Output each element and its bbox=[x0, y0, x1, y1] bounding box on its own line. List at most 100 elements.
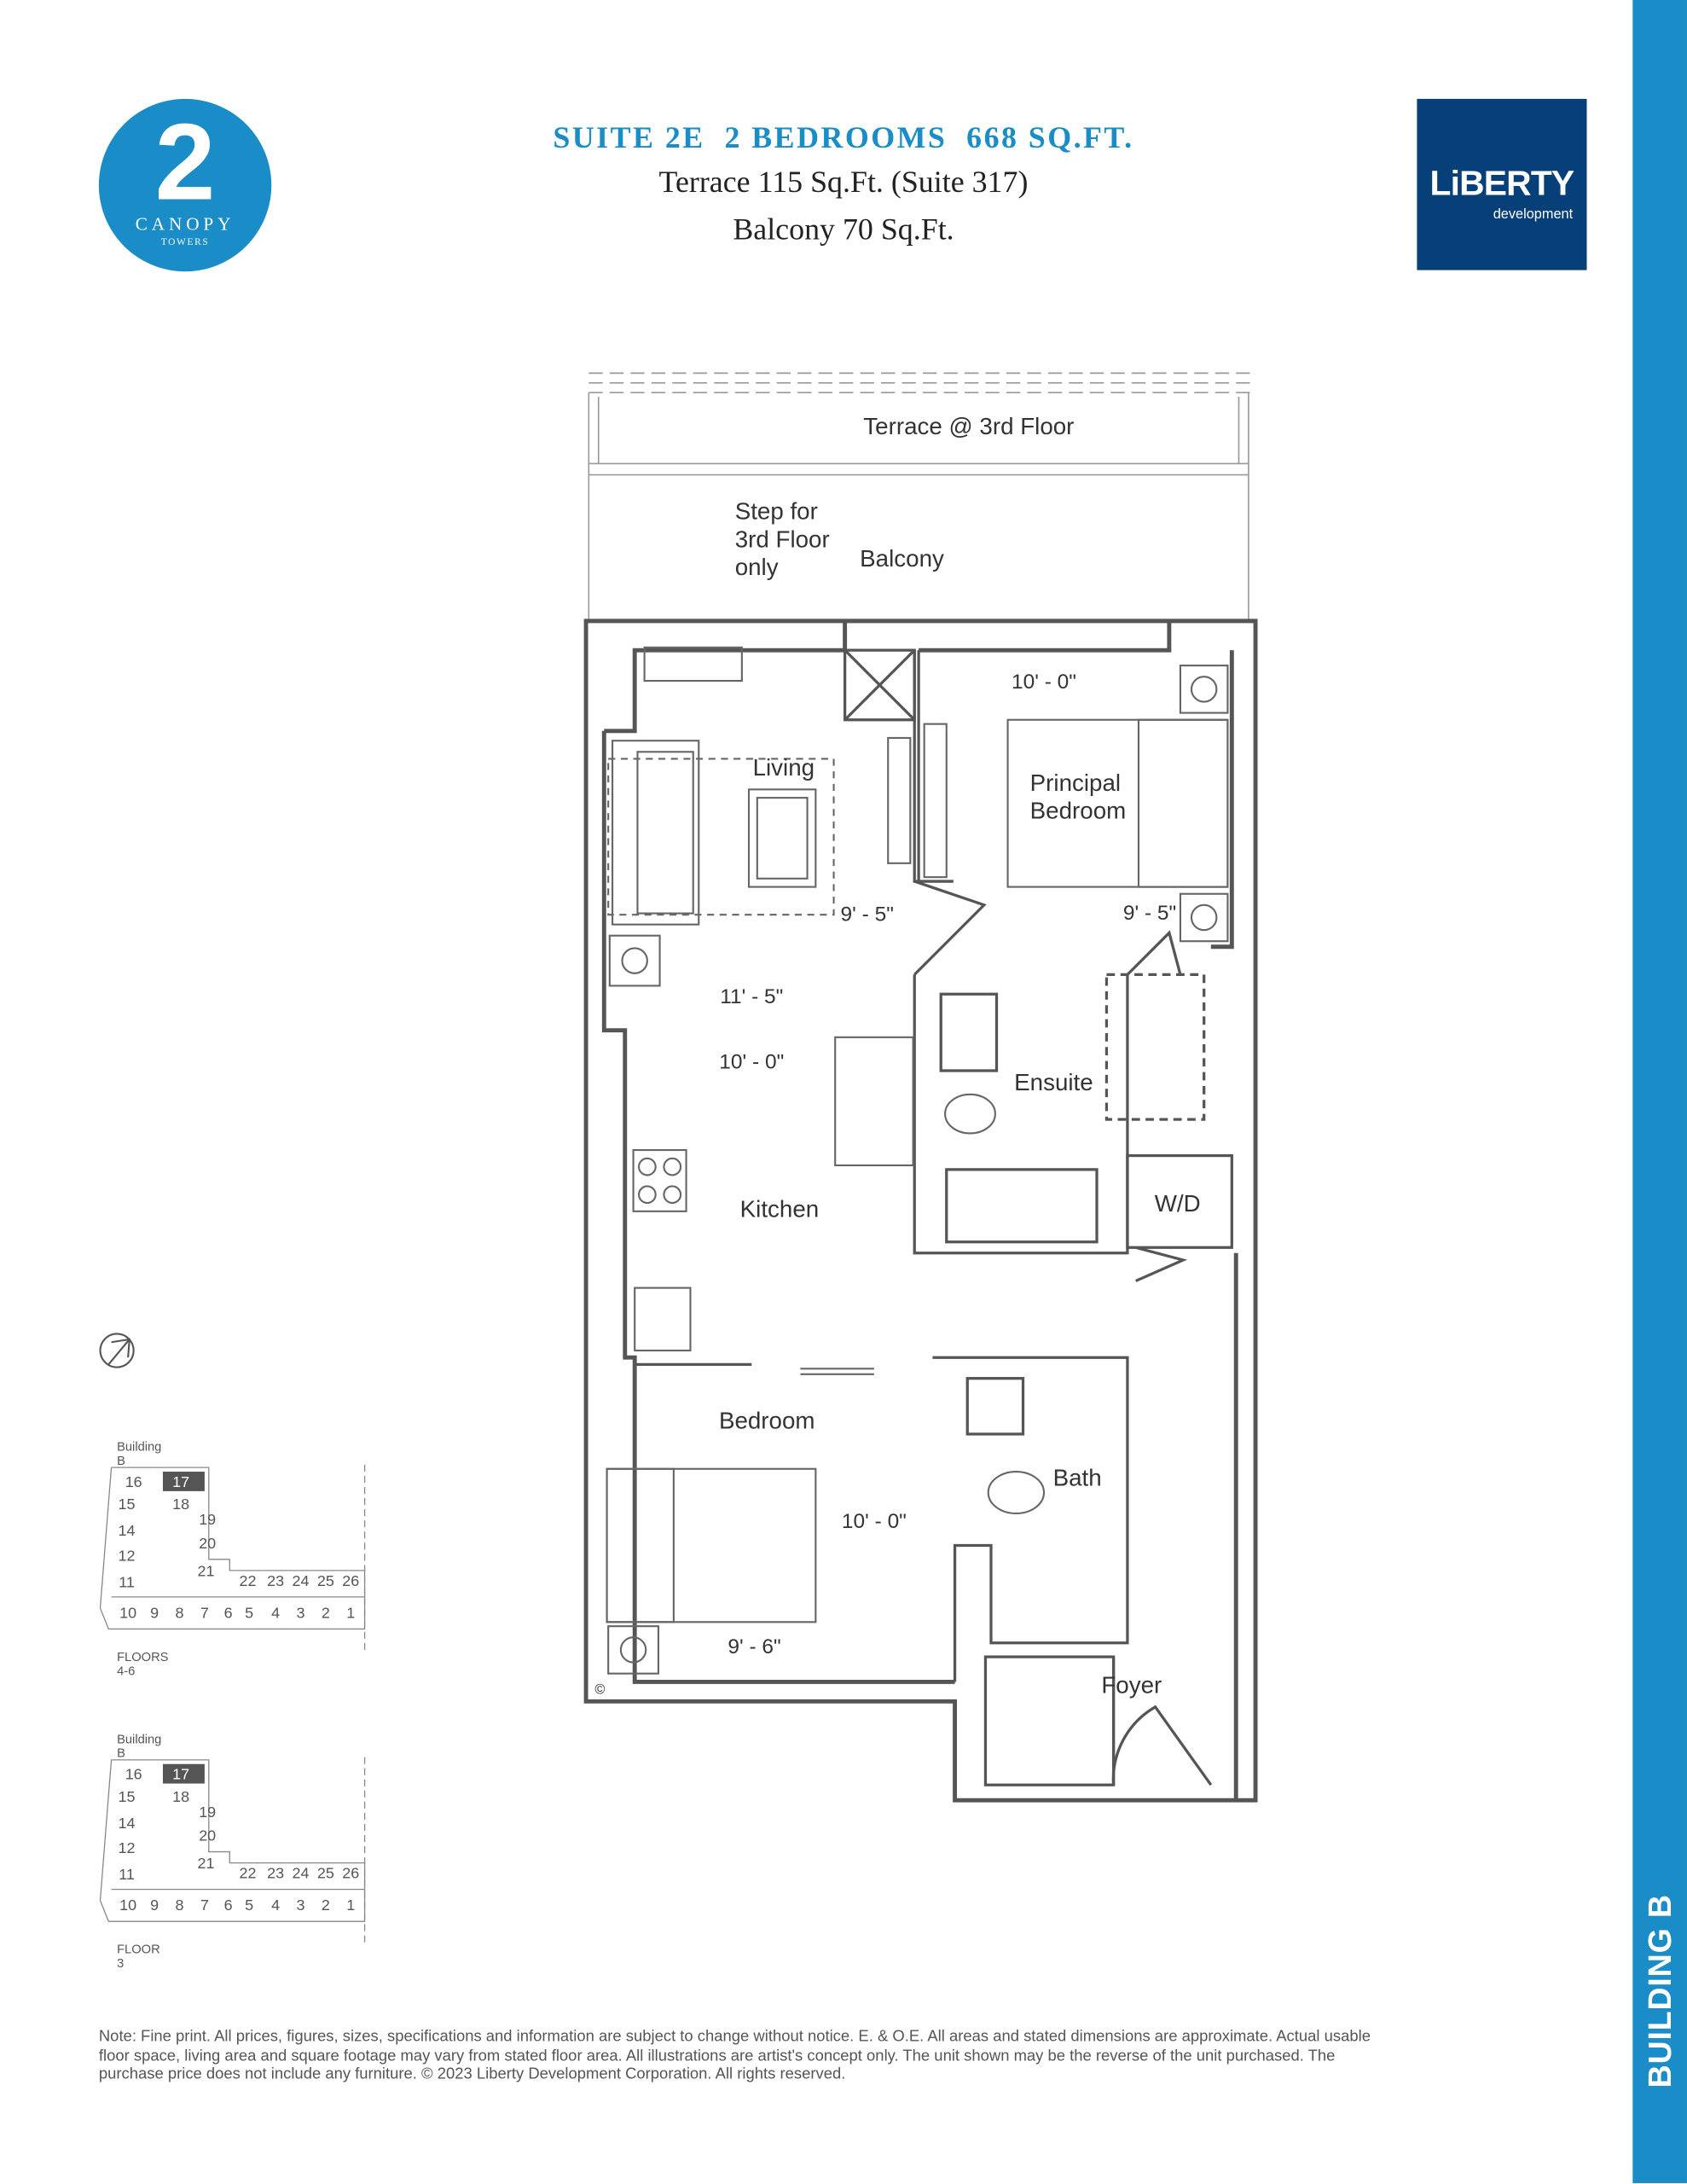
dim-living-depth: 11' - 5" bbox=[720, 985, 784, 1009]
keyplan-unit: 17 bbox=[172, 1766, 189, 1783]
dim-bedroom-width: 10' - 0" bbox=[841, 1509, 907, 1534]
principal-label-line: Bedroom bbox=[1029, 798, 1127, 825]
interior-walls bbox=[635, 648, 1233, 1786]
brand-name: LiBERTY bbox=[1429, 164, 1574, 204]
keyplan-unit: 2 bbox=[322, 1604, 330, 1621]
principal-label-line: Principal bbox=[1029, 770, 1122, 797]
keyplan-unit: 24 bbox=[293, 1572, 310, 1589]
keyplan-unit: 14 bbox=[119, 1815, 136, 1832]
keyplan-unit: 20 bbox=[199, 1827, 216, 1844]
step-note-line: Step for bbox=[734, 498, 818, 526]
furniture bbox=[606, 646, 1229, 1675]
keyplan-unit: 23 bbox=[267, 1572, 284, 1589]
keyplan-unit: 7 bbox=[200, 1896, 209, 1914]
keyplan-unit: 25 bbox=[317, 1865, 334, 1882]
dim-kitchen-width: 10' - 0" bbox=[719, 1050, 785, 1075]
keyplan-unit: 22 bbox=[240, 1865, 257, 1882]
terrace-label: Terrace @ 3rd Floor bbox=[863, 413, 1075, 440]
keyplan-unit: 10 bbox=[119, 1604, 136, 1621]
dim-principal-width: 10' - 0" bbox=[1012, 670, 1076, 694]
liberty-logo: LiBERTY development bbox=[1417, 98, 1587, 270]
step-note-line: only bbox=[734, 554, 779, 581]
keyplan-unit: 24 bbox=[293, 1865, 310, 1882]
keyplan-unit: 11 bbox=[119, 1866, 135, 1883]
keyplan-unit: 17 bbox=[172, 1473, 189, 1490]
keyplan-unit: 4 bbox=[271, 1604, 280, 1621]
balcony-area: Balcony 70 Sq.Ft. bbox=[733, 212, 954, 247]
keyplan-unit: 11 bbox=[119, 1573, 135, 1590]
kitchen-label: Kitchen bbox=[739, 1195, 820, 1223]
bedroom-label: Bedroom bbox=[718, 1407, 815, 1434]
canopy-towers-logo: 2 CANOPY TOWERS bbox=[98, 98, 272, 272]
keyplan-unit: 3 bbox=[297, 1896, 305, 1914]
dim-principal-depth: 9' - 5" bbox=[1122, 901, 1177, 926]
keyplan-unit: 15 bbox=[119, 1788, 136, 1805]
keyplan-floors: FLOORS 4-6 bbox=[117, 1649, 169, 1678]
keyplan-floors: FLOOR 3 bbox=[117, 1942, 160, 1971]
ensuite-label: Ensuite bbox=[1014, 1069, 1093, 1096]
keyplan-unit: 16 bbox=[125, 1473, 142, 1490]
keyplan-unit: 8 bbox=[176, 1604, 184, 1621]
keyplan-unit: 8 bbox=[176, 1896, 184, 1914]
keyplan-unit: 21 bbox=[198, 1562, 215, 1579]
logo-sub: TOWERS bbox=[160, 236, 210, 248]
keyplan-unit: 19 bbox=[199, 1511, 216, 1528]
logo-name: CANOPY bbox=[135, 212, 235, 235]
keyplan-unit: 5 bbox=[245, 1896, 253, 1914]
keyplan-unit: 23 bbox=[267, 1865, 284, 1882]
keyplan-unit: 18 bbox=[172, 1788, 189, 1805]
keyplan-unit: 14 bbox=[119, 1522, 136, 1539]
copyright-mark: © bbox=[594, 1682, 606, 1699]
keyplan-unit: 12 bbox=[119, 1547, 136, 1564]
keyplan-unit: 1 bbox=[346, 1604, 355, 1621]
keyplan-unit: 6 bbox=[224, 1896, 233, 1914]
keyplan-unit: 20 bbox=[199, 1535, 216, 1552]
keyplan-unit: 5 bbox=[245, 1604, 253, 1621]
keyplan-unit: 6 bbox=[224, 1604, 233, 1621]
fine-print-note: Note: Fine print. All prices, figures, s… bbox=[98, 2028, 1371, 2083]
outer-walls bbox=[583, 619, 1258, 1803]
keyplan-unit: 9 bbox=[150, 1604, 159, 1621]
keyplan-unit: 22 bbox=[240, 1572, 257, 1589]
keyplan-unit: 19 bbox=[199, 1804, 216, 1821]
keyplan-unit: 18 bbox=[172, 1496, 189, 1513]
keyplan-unit: 3 bbox=[297, 1604, 305, 1621]
keyplan-unit: 7 bbox=[200, 1604, 209, 1621]
logo-number: 2 bbox=[154, 100, 216, 224]
living-label: Living bbox=[752, 754, 815, 781]
keyplan-unit: 12 bbox=[119, 1839, 136, 1856]
keyplan-unit: 2 bbox=[322, 1896, 330, 1914]
foyer-label: Foyer bbox=[1101, 1672, 1162, 1699]
keyplan-unit: 9 bbox=[150, 1896, 159, 1914]
dim-living-width: 9' - 5" bbox=[840, 903, 894, 927]
brand-sub: development bbox=[1493, 207, 1574, 224]
highlighted-unit bbox=[162, 1763, 205, 1784]
keyplan-building: Building B bbox=[117, 1732, 162, 1760]
suite-title: SUITE 2E 2 BEDROOMS 668 SQ.FT. bbox=[553, 119, 1134, 155]
keyplan-unit: 15 bbox=[119, 1496, 136, 1513]
step-note-line: 3rd Floor bbox=[734, 526, 830, 553]
keyplan-unit: 21 bbox=[198, 1855, 215, 1872]
keyplan-unit: 16 bbox=[125, 1766, 142, 1783]
highlighted-unit bbox=[162, 1472, 205, 1491]
principal-bedroom-label: Principal Bedroom bbox=[1030, 770, 1127, 825]
balcony-label: Balcony bbox=[860, 545, 944, 572]
keyplan-building: Building B bbox=[117, 1439, 162, 1468]
keyplan-unit: 26 bbox=[342, 1572, 359, 1589]
step-note: Step for 3rd Floor only bbox=[735, 498, 830, 582]
keyplan-unit: 1 bbox=[346, 1896, 355, 1914]
bath-label: Bath bbox=[1052, 1464, 1102, 1491]
terrace-area: Terrace 115 Sq.Ft. (Suite 317) bbox=[658, 164, 1029, 200]
terrace-outline bbox=[588, 372, 1256, 621]
wd-label: W/D bbox=[1154, 1190, 1201, 1217]
dim-bedroom-depth: 9' - 6" bbox=[728, 1635, 781, 1659]
keyplan-unit: 26 bbox=[342, 1865, 359, 1882]
keyplan-unit: 25 bbox=[317, 1572, 334, 1589]
keyplan-unit: 10 bbox=[119, 1896, 136, 1914]
keyplan-unit: 4 bbox=[271, 1896, 280, 1914]
